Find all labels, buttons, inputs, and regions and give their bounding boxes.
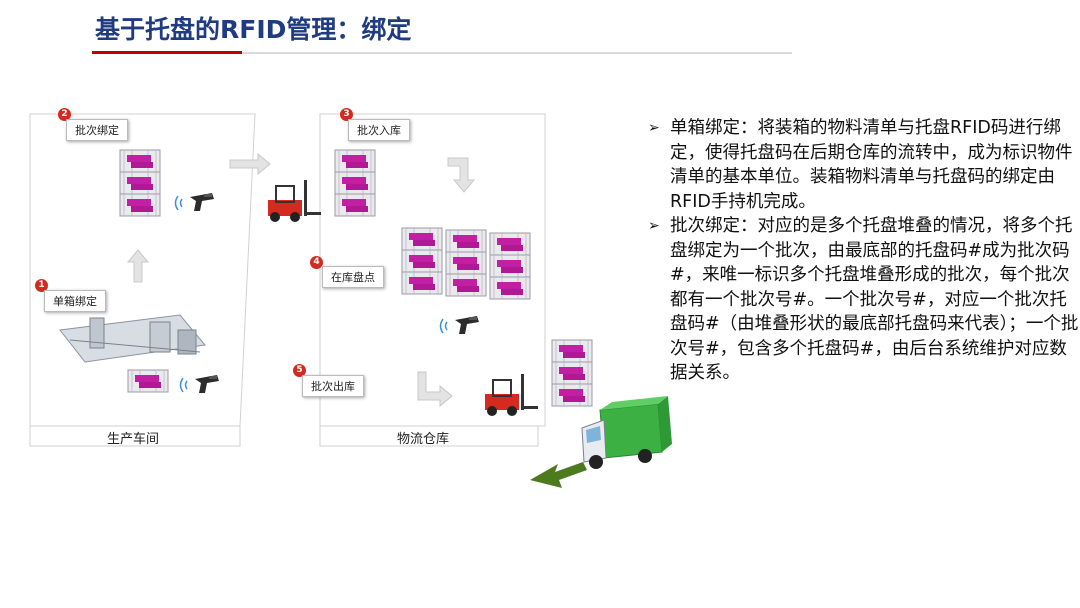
step-4-label: 在库盘点 xyxy=(322,266,384,288)
bullet-arrow-icon: ➢ xyxy=(648,116,660,141)
bullet-arrow-icon: ➢ xyxy=(648,214,660,239)
step-2-label: 批次绑定 xyxy=(66,119,128,141)
bullet-text: 批次绑定：对应的是多个托盘堆叠的情况，将多个托盘绑定为一个批次，由最底部的托盘码… xyxy=(670,216,1078,383)
bullet-batch-binding: ➢ 批次绑定：对应的是多个托盘堆叠的情况，将多个托盘绑定为一个批次，由最底部的托… xyxy=(648,214,1080,386)
production-workshop-label: 生产车间 xyxy=(107,428,159,447)
bullet-text: 单箱绑定：将装箱的物料清单与托盘RFID码进行绑定，使得托盘码在后期仓库的流转中… xyxy=(670,118,1073,212)
step-3-label: 批次入库 xyxy=(348,119,410,141)
step-5-label: 批次出库 xyxy=(302,375,364,397)
description-list: ➢ 单箱绑定：将装箱的物料清单与托盘RFID码进行绑定，使得托盘码在后期仓库的流… xyxy=(648,116,1080,386)
bullet-single-box-binding: ➢ 单箱绑定：将装箱的物料清单与托盘RFID码进行绑定，使得托盘码在后期仓库的流… xyxy=(648,116,1080,214)
truck-icon xyxy=(582,396,672,469)
step-1-label: 单箱绑定 xyxy=(44,290,106,312)
logistics-warehouse-label: 物流仓库 xyxy=(397,428,449,447)
